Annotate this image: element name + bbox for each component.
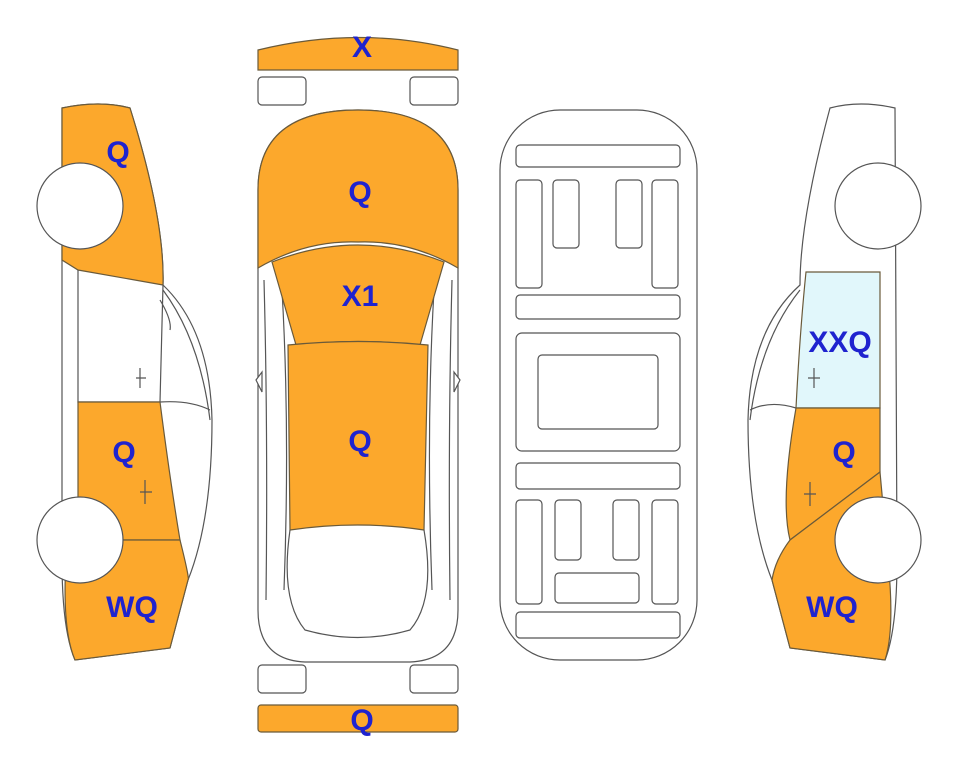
- underside-bar-12: [612, 499, 640, 561]
- label-right-rear-quarter: WQ: [806, 591, 858, 624]
- underside-bar-15: [515, 611, 681, 639]
- label-right-rear-glass: XXQ: [808, 326, 871, 359]
- label-hood: Q: [348, 176, 371, 209]
- underside-bar-4: [615, 179, 643, 249]
- underside-bar-5: [651, 179, 679, 289]
- label-left-rear-quarter: WQ: [106, 591, 158, 624]
- right-front-wheel: [834, 162, 922, 250]
- hood-panel[interactable]: [257, 109, 459, 270]
- underside-bar-6: [515, 294, 681, 320]
- right-rear-handle: [804, 482, 816, 506]
- left-glass-lines: [159, 289, 211, 421]
- underside-bar-1: [515, 144, 681, 168]
- top-mirror-left: [255, 370, 263, 393]
- label-left-front-fender: Q: [106, 136, 129, 169]
- left-rear-wheel: [36, 496, 124, 584]
- underside-bar-2: [515, 179, 543, 289]
- right-front-handle: [808, 368, 820, 388]
- underside-bar-13: [651, 499, 679, 605]
- right-glass-lines: [749, 289, 801, 421]
- left-front-handle: [136, 368, 146, 388]
- front-right-light: [409, 76, 459, 106]
- underside-bar-3: [552, 179, 580, 249]
- damage-labels: X Q X1 Q Q Q Q WQ XXQ Q WQ: [106, 31, 872, 737]
- underside-bar-8: [537, 354, 659, 430]
- rear-left-light: [257, 664, 307, 694]
- label-left-rear-door: Q: [112, 436, 135, 469]
- right-side-view: [747, 103, 922, 661]
- left-front-wheel: [36, 162, 124, 250]
- label-front-bumper: X: [352, 31, 372, 64]
- rear-right-light: [409, 664, 459, 694]
- label-roof: Q: [348, 425, 371, 458]
- front-bumper-panel[interactable]: [257, 36, 459, 71]
- left-rear-handle: [140, 480, 152, 504]
- label-windshield: X1: [342, 280, 379, 313]
- underside-bar-10: [515, 499, 543, 605]
- trunk-outline: [286, 529, 429, 639]
- underside-bar-14: [554, 572, 640, 604]
- right-rear-wheel: [834, 496, 922, 584]
- top-inner-lines: [263, 279, 453, 601]
- label-right-rear-door: Q: [832, 436, 855, 469]
- rear-bumper-panel[interactable]: [257, 704, 459, 733]
- label-rear-bumper: Q: [350, 704, 373, 737]
- top-mirror-right: [453, 370, 461, 393]
- underside-bar-9: [515, 462, 681, 490]
- top-view: [255, 36, 461, 733]
- left-side-view: [36, 103, 213, 661]
- underside-bar-11: [554, 499, 582, 561]
- underside-view: [499, 109, 698, 661]
- front-left-light: [257, 76, 307, 106]
